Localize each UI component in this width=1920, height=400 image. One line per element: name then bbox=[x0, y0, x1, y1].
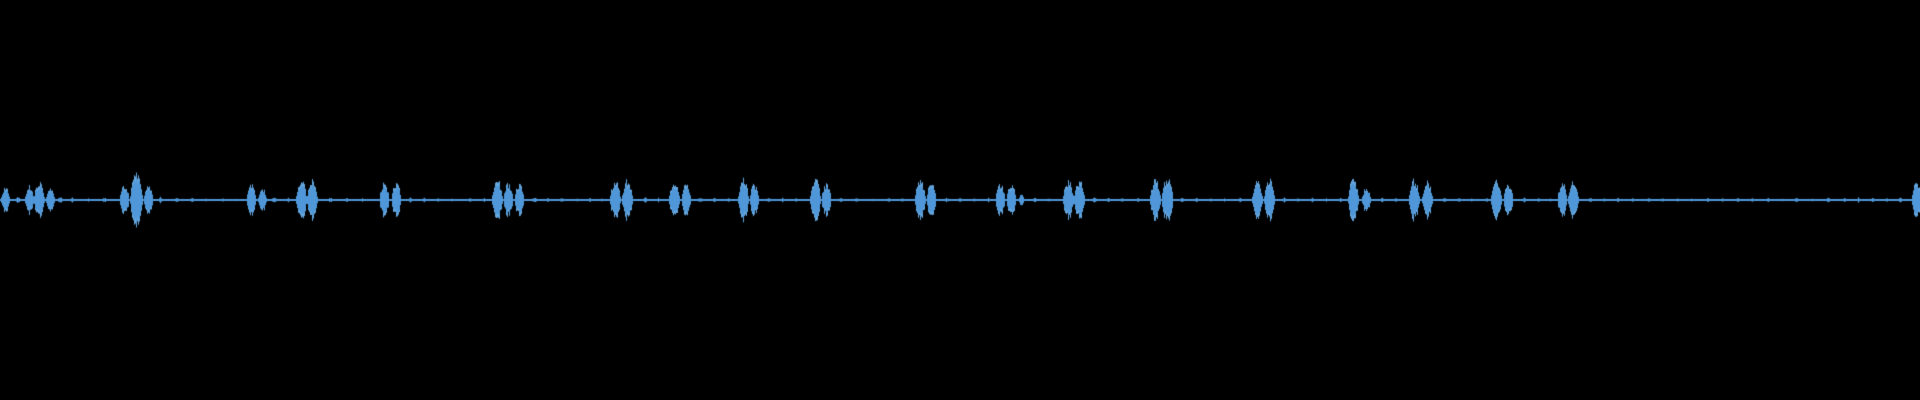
audio-waveform-viewer[interactable]: Speech-like mono audio waveform rendered… bbox=[0, 0, 1920, 400]
waveform-canvas[interactable] bbox=[0, 0, 1920, 400]
